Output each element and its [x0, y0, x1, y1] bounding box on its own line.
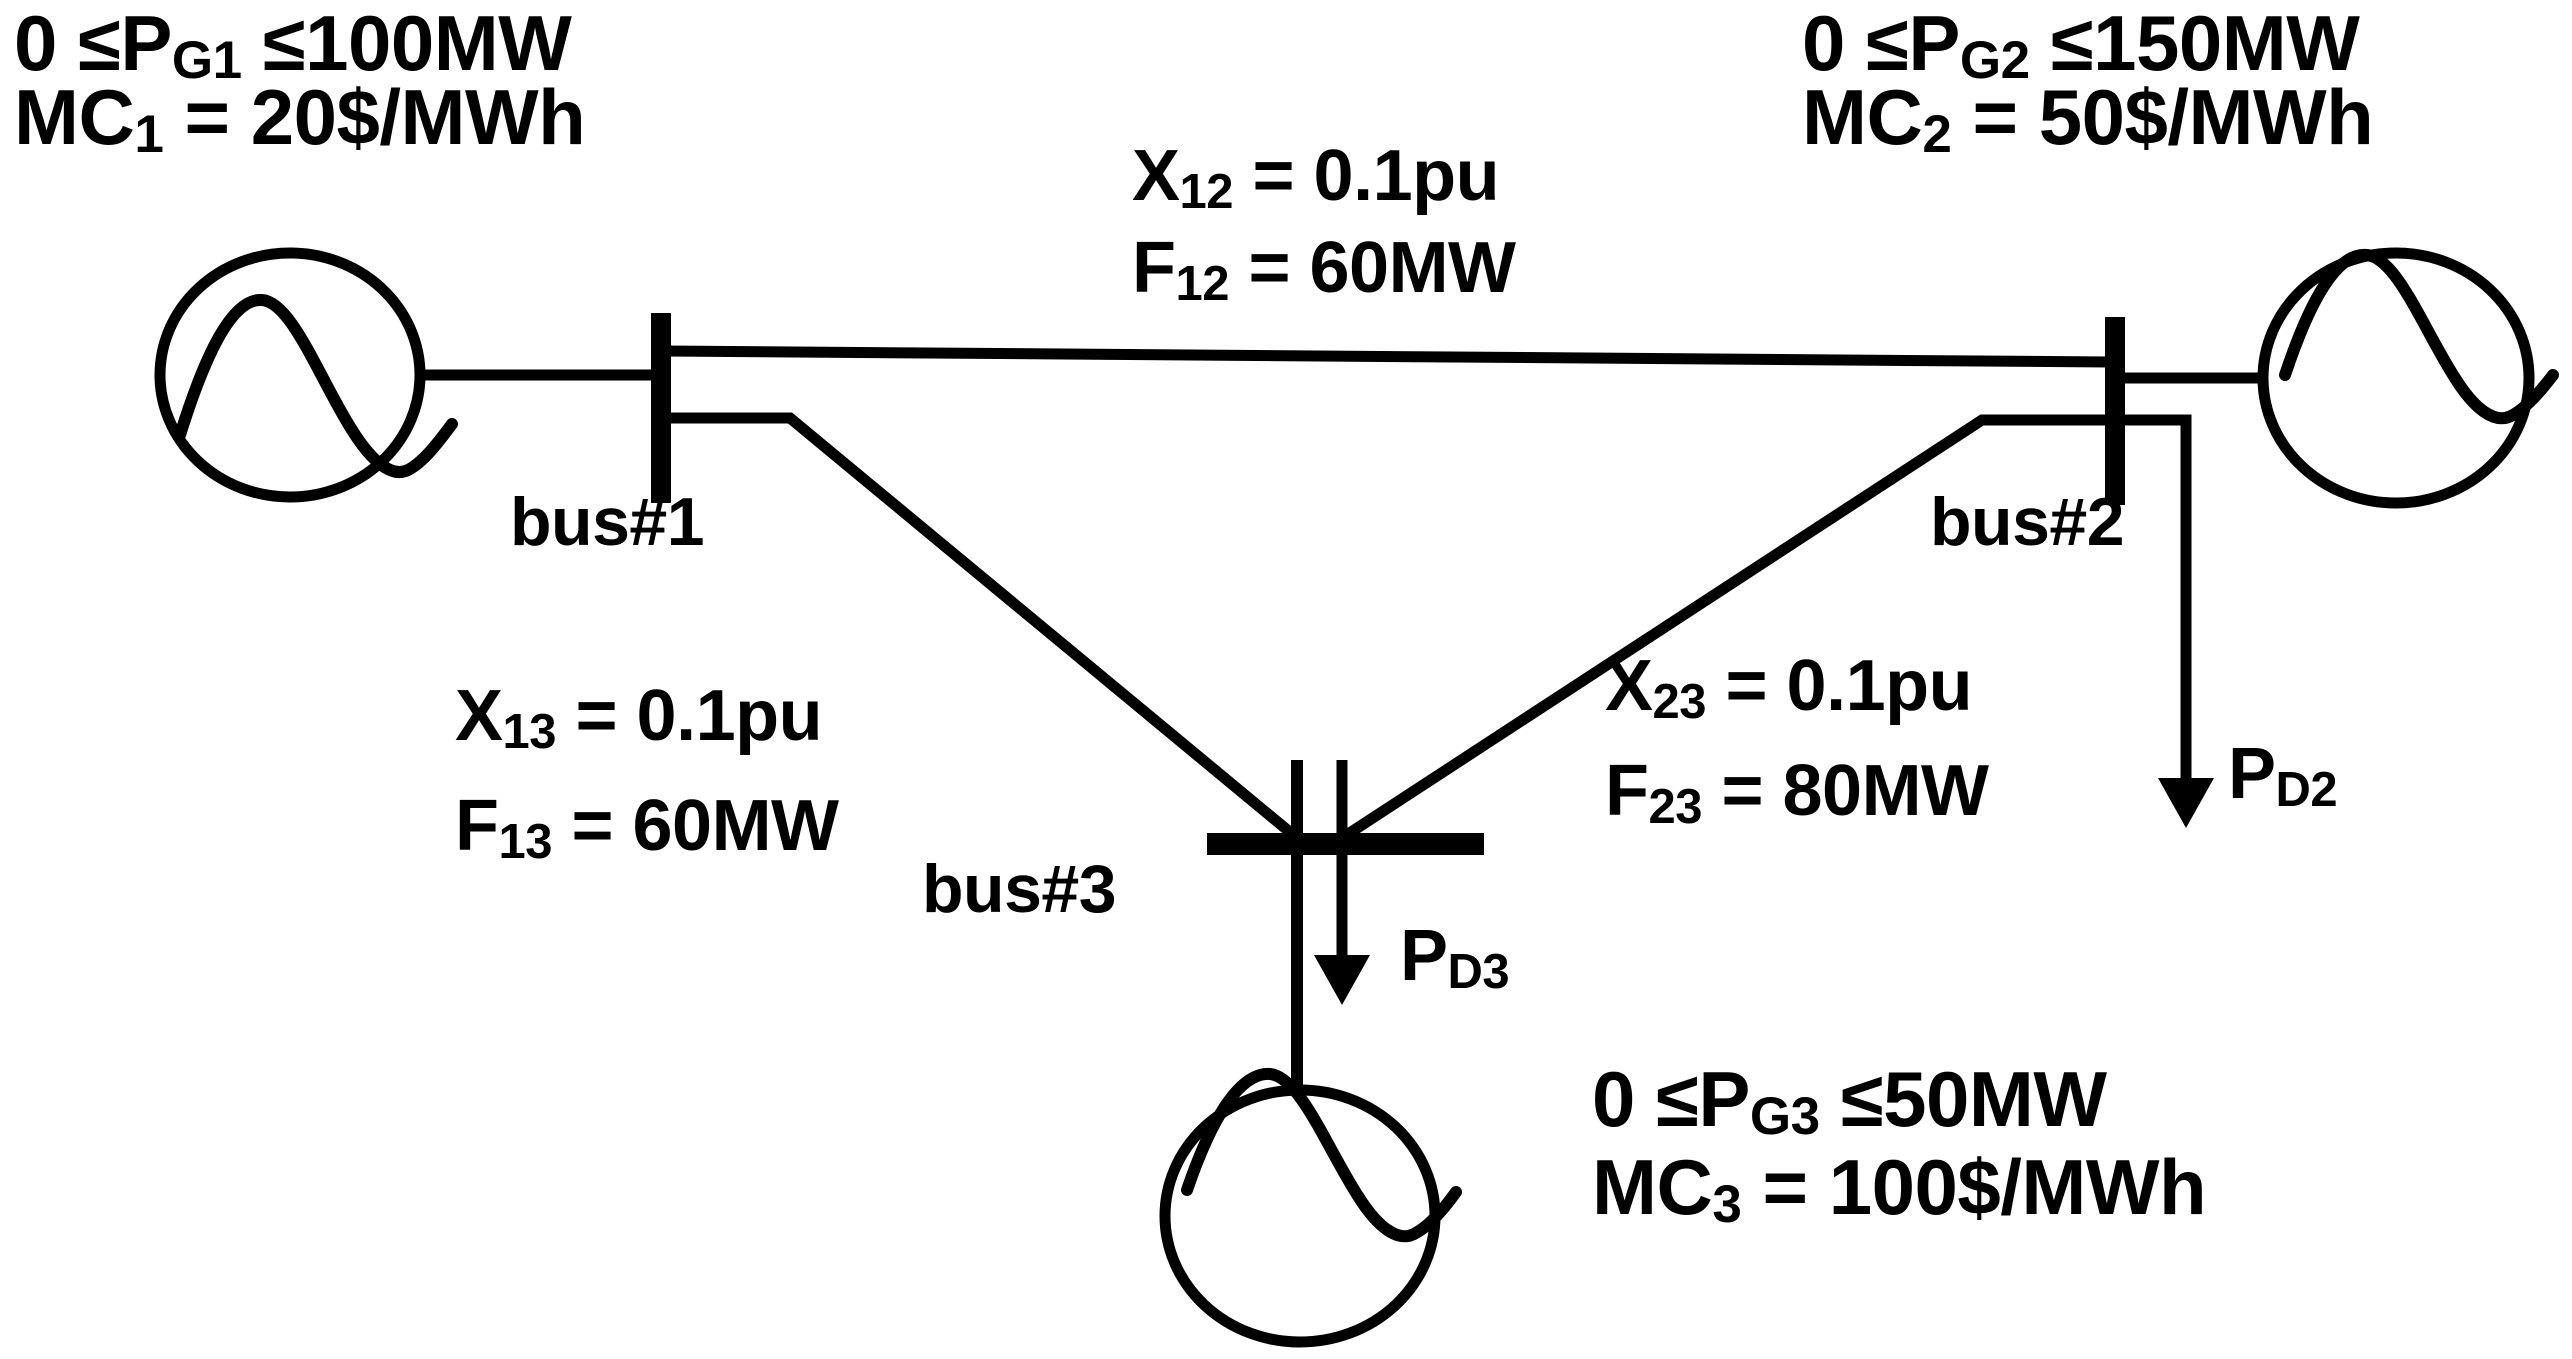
gen1-cost-label: MC1 = 20$/MWh — [14, 77, 586, 162]
gen2-limit-tail: ≤150MW — [2029, 0, 2360, 87]
line23-x-sub: 23 — [1652, 674, 1707, 729]
generator-1-symbol[interactable] — [154, 247, 458, 503]
pd2-sub: D2 — [2275, 762, 2338, 817]
line23-flow-label: F23 = 80MW — [1605, 754, 1989, 832]
gen1-cost-text: MC — [14, 73, 135, 161]
line23-x-text: X — [1605, 646, 1653, 726]
line12-f-sub: 12 — [1175, 256, 1229, 311]
gen3-limit-tail: ≤50MW — [1819, 1055, 2107, 1143]
sine-wave-icon — [174, 294, 458, 478]
line13-x-text: X — [455, 676, 503, 756]
gen1-limit-label: 0 ≤PG1 ≤100MW — [14, 3, 572, 88]
gen1-limit-text: 0 ≤P — [14, 0, 172, 87]
gen3-cost-tail: = 100$/MWh — [1741, 1143, 2207, 1231]
generator-3-symbol[interactable] — [1159, 1068, 1462, 1348]
gen2-cost-tail: = 50$/MWh — [1951, 73, 2374, 161]
line12-x-sub: 12 — [1179, 164, 1234, 219]
sine-wave-icon — [1181, 1068, 1462, 1243]
line13-f-text: F — [455, 786, 499, 866]
load-pd2-arrow — [2113, 414, 2214, 828]
bus1-label: bus#1 — [510, 484, 705, 560]
line13-f-tail: = 60MW — [551, 786, 839, 866]
line13-x-sub: 13 — [502, 704, 557, 759]
line13-x-tail: = 0.1pu — [555, 676, 823, 756]
gen1-cost-sub: 1 — [134, 105, 164, 165]
gen2-limit-label: 0 ≤PG2 ≤150MW — [1802, 3, 2360, 88]
gen1-limit-sub: G1 — [171, 31, 242, 91]
pd3-text: P — [1400, 916, 1448, 996]
line23-reactance-label: X23 = 0.1pu — [1605, 649, 1973, 727]
gen3-limit-text: 0 ≤P — [1592, 1055, 1750, 1143]
line23-f-sub: 23 — [1648, 779, 1702, 834]
line-12-conductor[interactable] — [664, 345, 2111, 368]
gen3-limit-sub: G3 — [1749, 1087, 1820, 1147]
pd3-sub: D3 — [1447, 944, 1510, 999]
arrowhead-icon — [1314, 955, 1370, 1005]
line12-x-tail: = 0.1pu — [1232, 136, 1500, 216]
gen1-limit-tail: ≤100MW — [241, 0, 572, 87]
line-23-conductor[interactable] — [1338, 414, 2110, 843]
line23-f-tail: = 80MW — [1701, 751, 1989, 831]
arrowhead-icon — [2158, 778, 2214, 828]
line13-flow-label: F13 = 60MW — [455, 789, 839, 867]
line12-x-text: X — [1132, 136, 1180, 216]
pd2-lead — [2113, 414, 2192, 790]
line12-f-tail: = 60MW — [1228, 228, 1516, 308]
gen1-cost-tail: = 20$/MWh — [163, 73, 586, 161]
line12-flow-label: F12 = 60MW — [1132, 231, 1516, 309]
load-pd2-label: PD2 — [2228, 737, 2338, 815]
ac-source-icon — [1159, 1084, 1441, 1348]
gen2-cost-text: MC — [1802, 73, 1923, 161]
pd2-text: P — [2228, 734, 2276, 814]
line23-f-text: F — [1605, 751, 1649, 831]
gen2-cost-sub: 2 — [1922, 105, 1952, 165]
gen2-limit-sub: G2 — [1959, 31, 2030, 91]
load-pd3-label: PD3 — [1400, 919, 1510, 997]
line12-reactance-label: X12 = 0.1pu — [1132, 139, 1500, 217]
gen3-cost-label: MC3 = 100$/MWh — [1592, 1147, 2207, 1232]
gen3-cost-sub: 3 — [1712, 1175, 1742, 1235]
load-pd3-arrow — [1314, 760, 1370, 1005]
ac-source-icon — [2257, 247, 2535, 509]
line13-f-sub: 13 — [498, 814, 552, 869]
bus1-bar[interactable] — [651, 313, 671, 503]
line23-x-tail: = 0.1pu — [1705, 646, 1973, 726]
line-13-conductor[interactable] — [665, 412, 1301, 843]
line12-f-text: F — [1132, 228, 1176, 308]
bus3-label: bus#3 — [922, 851, 1117, 927]
line13-reactance-label: X13 = 0.1pu — [455, 679, 823, 757]
gen2-limit-text: 0 ≤P — [1802, 0, 1960, 87]
generator-2-symbol[interactable] — [2257, 247, 2559, 509]
bus2-label: bus#2 — [1930, 484, 2125, 560]
sine-wave-icon — [2279, 248, 2559, 425]
gen3-limit-label: 0 ≤PG3 ≤50MW — [1592, 1059, 2107, 1144]
bus2-bar[interactable] — [2105, 317, 2125, 505]
gen2-cost-label: MC2 = 50$/MWh — [1802, 77, 2374, 162]
gen3-cost-text: MC — [1592, 1143, 1713, 1231]
